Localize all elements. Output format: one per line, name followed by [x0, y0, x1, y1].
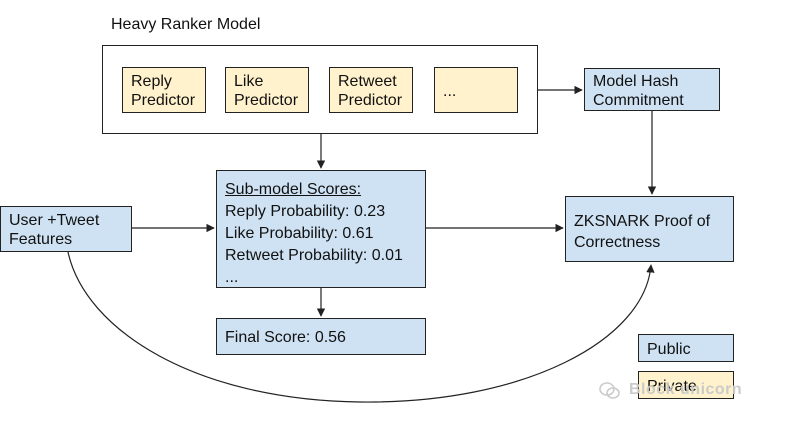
input-features-box: User +Tweet Features	[0, 206, 132, 252]
legend-private-label: Private	[647, 378, 697, 395]
like-predictor-line2: Predictor	[234, 92, 299, 109]
legend-private-box: Private	[638, 371, 734, 399]
diagram-title: Heavy Ranker Model	[111, 16, 261, 33]
submodel-scores-heading: Sub-model Scores:	[225, 181, 362, 198]
reply-predictor-box: Reply Predictor	[122, 67, 206, 113]
input-features-line2: Features	[9, 231, 73, 248]
zksnark-proof-line2: Correctness	[574, 234, 661, 251]
retweet-predictor-line1: Retweet	[338, 73, 397, 90]
legend-public-box: Public	[638, 334, 734, 362]
model-hash-line2: Commitment	[593, 92, 684, 109]
reply-predictor-line2: Predictor	[131, 92, 196, 109]
input-features-line1: User +Tweet	[9, 212, 100, 229]
like-predictor-line1: Like	[234, 73, 264, 90]
more-predictors-box: ...	[434, 67, 518, 113]
submodel-scores-box: Sub-model Scores: Reply Probability: 0.2…	[216, 170, 426, 288]
arrow-input-to-proof-curve	[67, 251, 655, 403]
legend-public-label: Public	[647, 341, 691, 358]
like-predictor-box: Like Predictor	[225, 67, 309, 113]
more-predictors-label: ...	[443, 83, 457, 100]
score-line-like: Like Probability: 0.61	[225, 225, 374, 242]
model-hash-box: Model Hash Commitment	[584, 68, 720, 111]
score-line-retweet: Retweet Probability: 0.01	[225, 247, 403, 264]
final-score-box: Final Score: 0.56	[216, 318, 426, 355]
reply-predictor-line1: Reply	[131, 73, 172, 90]
zksnark-proof-box: ZKSNARK Proof of Correctness	[565, 196, 734, 262]
model-hash-line1: Model Hash	[593, 73, 679, 90]
retweet-predictor-line2: Predictor	[338, 92, 403, 109]
watermark-text: Block unicorn	[629, 381, 743, 398]
score-line-reply: Reply Probability: 0.23	[225, 203, 386, 220]
score-line-more: ...	[225, 269, 239, 286]
watermark: Block unicorn	[599, 381, 743, 399]
final-score-label: Final Score: 0.56	[225, 329, 346, 346]
zksnark-proof-line1: ZKSNARK Proof of	[574, 213, 711, 230]
retweet-predictor-box: Retweet Predictor	[329, 67, 413, 113]
wechat-icon	[599, 382, 620, 399]
